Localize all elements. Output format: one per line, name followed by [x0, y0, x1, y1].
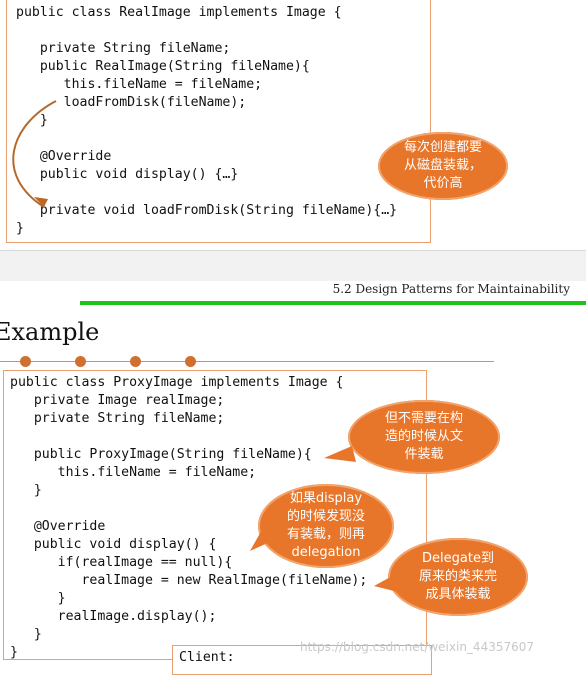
proxy-image-code-line: @Override [10, 519, 106, 534]
real-image-code-line: public class RealImage implements Image … [16, 5, 342, 20]
real-image-code-line: loadFromDisk(fileName); [16, 95, 247, 110]
real-image-code-line: @Override [16, 149, 112, 164]
proxy-image-code-line: } [10, 627, 42, 642]
lazy-load-callout-text: 但不需要在构 造的时候从文 件装载 [384, 411, 463, 462]
bullet-dot-4 [185, 356, 196, 367]
real-image-code-line: } [16, 113, 48, 128]
display-callout-tail [250, 519, 272, 551]
section-header: 5.2 Design Patterns for Maintainability [332, 282, 570, 296]
proxy-image-code: public class ProxyImage implements Image… [10, 374, 367, 662]
delegate-callout-text: Delegate到 原来的类来完 成具体装载 [418, 551, 497, 602]
proxy-image-code-line: realImage = new RealImage(fileName); [10, 573, 368, 588]
header-bar [80, 301, 586, 305]
proxy-image-code-line: public ProxyImage(String fileName){ [10, 447, 312, 462]
bullet-dot-2 [75, 356, 86, 367]
lazy-load-callout-bubble: 但不需要在构 造的时候从文 件装载 [348, 400, 500, 474]
delegate-callout-bubble: Delegate到 原来的类来完 成具体装载 [388, 538, 528, 616]
proxy-image-code-line: } [10, 483, 42, 498]
real-image-code-line [16, 22, 397, 40]
cost-callout-text: 每次创建都要 从磁盘装载， 代价高 [403, 140, 482, 191]
slide-gap [0, 250, 586, 281]
proxy-image-code-line: } [10, 645, 18, 660]
real-image-code-line: private void loadFromDisk(String fileNam… [16, 203, 398, 218]
bullet-dot-1 [20, 356, 31, 367]
real-image-code-box [6, 0, 431, 243]
real-image-code-line: public void display() {…} [16, 167, 239, 182]
delegate-callout-tail [374, 574, 398, 592]
delegation-arrow [12, 100, 57, 208]
proxy-image-code-line: public class ProxyImage implements Image… [10, 375, 344, 390]
real-image-code-line: this.fileName = fileName; [16, 77, 263, 92]
proxy-image-code-line [10, 428, 367, 446]
proxy-image-code-line: private Image realImage; [10, 393, 225, 408]
proxy-image-code-line: realImage.display(); [10, 609, 217, 624]
client-label: Client: [179, 650, 235, 665]
real-image-code-line [16, 130, 397, 148]
proxy-image-code-line: if(realImage == null){ [10, 555, 233, 570]
real-image-code-line [16, 184, 397, 202]
proxy-image-code-line: private String fileName; [10, 411, 225, 426]
real-image-code-line: } [16, 221, 24, 236]
cost-callout-bubble: 每次创建都要 从磁盘装载， 代价高 [378, 132, 508, 200]
display-callout-text: 如果display 的时候发现没 有装载，则再 delegation [286, 491, 365, 560]
title-rule [0, 361, 494, 362]
bullet-dot-3 [130, 356, 141, 367]
real-image-code: public class RealImage implements Image … [16, 4, 397, 238]
proxy-image-code-line: } [10, 591, 66, 606]
slide-title: Example [0, 318, 100, 346]
arrow-head [34, 197, 48, 207]
watermark: https://blog.csdn.net/weixin_44357607 [300, 640, 535, 654]
real-image-code-line: private String fileName; [16, 41, 231, 56]
real-image-code-line: public RealImage(String fileName){ [16, 59, 310, 74]
lazy-load-callout-tail [324, 446, 356, 462]
display-callout-bubble: 如果display 的时候发现没 有装载，则再 delegation [258, 484, 394, 568]
proxy-image-code-line: this.fileName = fileName; [10, 465, 257, 480]
proxy-image-code-line: public void display() { [10, 537, 217, 552]
